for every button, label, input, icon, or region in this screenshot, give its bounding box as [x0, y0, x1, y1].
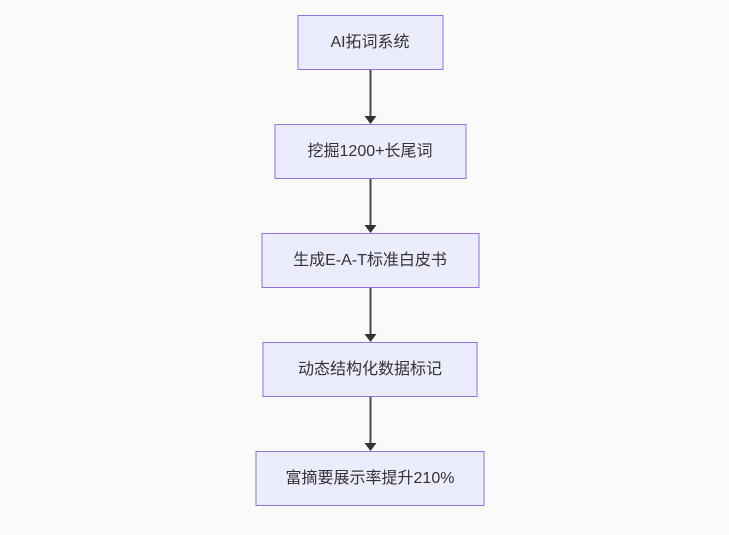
arrowhead-down-icon [364, 225, 376, 233]
flowchart-node-rich-snippet-result: 富摘要展示率提升210% [255, 451, 485, 506]
flowchart-node-longtail-mining: 挖掘1200+长尾词 [274, 124, 466, 179]
arrow-line [369, 179, 371, 226]
flowchart-node-structured-data-markup: 动态结构化数据标记 [262, 342, 478, 397]
arrow-line [369, 288, 371, 335]
flowchart-node-ai-keyword-system: AI拓词系统 [297, 15, 443, 70]
node-label: 动态结构化数据标记 [297, 360, 442, 378]
arrow-line [369, 397, 371, 444]
flow-arrow-1 [363, 70, 377, 124]
node-label: 生成E-A-T标准白皮书 [293, 251, 447, 269]
flowchart: AI拓词系统 挖掘1200+长尾词 生成E-A-T标准白皮书 动态结构化数据标记 [255, 15, 485, 506]
arrow-line [369, 70, 371, 117]
flowchart-node-eat-whitepaper: 生成E-A-T标准白皮书 [261, 233, 479, 288]
arrowhead-down-icon [364, 116, 376, 124]
flow-arrow-2 [363, 179, 377, 233]
arrowhead-down-icon [364, 334, 376, 342]
node-label: 富摘要展示率提升210% [285, 469, 455, 487]
flow-arrow-3 [363, 288, 377, 342]
node-label: 挖掘1200+长尾词 [307, 142, 433, 160]
node-label: AI拓词系统 [330, 33, 410, 51]
flow-arrow-4 [363, 397, 377, 451]
arrowhead-down-icon [364, 443, 376, 451]
